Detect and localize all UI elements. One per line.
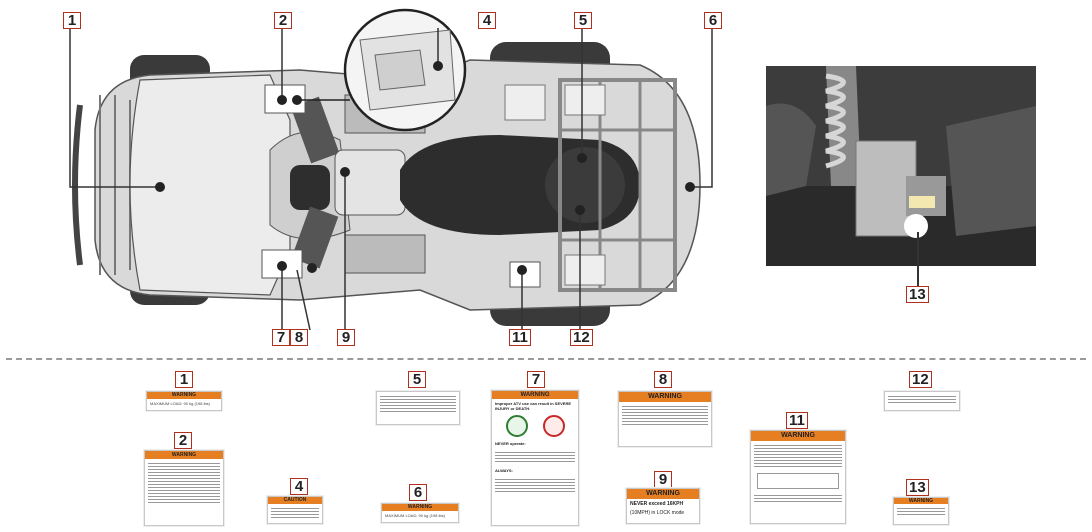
decal-7: WARNING Improper ATV use can result in S… [491, 390, 579, 526]
decal-13-number: 13 [906, 479, 929, 496]
decal-1: WARNING MAXIMUM LOAD: 90 kg (198 lbs) [146, 391, 222, 411]
decal-6-number: 6 [409, 484, 427, 501]
callout-2: 2 [274, 12, 292, 29]
decal-7-header: WARNING [492, 391, 578, 399]
atv-top-view [69, 8, 713, 331]
decal-13: WARNING [893, 497, 949, 525]
callout-1: 1 [63, 12, 81, 29]
decal-7-always: ALWAYS: [495, 468, 513, 473]
decal-1-text: MAXIMUM LOAD: 90 kg (198 lbs) [150, 401, 211, 406]
callout-11: 11 [509, 329, 531, 346]
decal-8-header: WARNING [619, 392, 711, 402]
section-divider [6, 358, 1086, 360]
suspension-photo [766, 66, 1036, 266]
decal-7-number: 7 [527, 371, 545, 388]
decal-7-never: NEVER operate: [495, 441, 526, 446]
decal-2: WARNING [144, 450, 224, 526]
decal-9-text: NEVER exceed 16KPH [630, 501, 684, 507]
decal-12-number: 12 [909, 371, 932, 388]
decal-1-header: WARNING [147, 392, 221, 399]
decal-5 [376, 391, 460, 425]
decal-8-number: 8 [654, 371, 672, 388]
decal-4: CAUTION [267, 496, 323, 524]
decal-4-header: CAUTION [268, 497, 322, 504]
decal-5-number: 5 [408, 371, 426, 388]
decal-6: WARNING MAXIMUM LOAD: 90 kg (198 lbs) [381, 503, 459, 523]
decal-6-header: WARNING [382, 504, 458, 511]
decal-4-number: 4 [290, 478, 308, 495]
decal-13-header: WARNING [894, 498, 948, 504]
decal-11-header: WARNING [751, 431, 845, 441]
decal-9-number: 9 [654, 471, 672, 488]
callout-8: 8 [290, 329, 308, 346]
callout-12: 12 [570, 329, 593, 346]
decal-8: WARNING [618, 391, 712, 447]
decal-6-text: MAXIMUM LOAD: 90 kg (198 lbs) [385, 513, 446, 518]
decal-9-text2: (10MPH) in LOCK mode [630, 510, 685, 516]
decal-2-number: 2 [174, 432, 192, 449]
callout-4: 4 [478, 12, 496, 29]
decal-11-number: 11 [786, 412, 808, 429]
callout-13-leader [917, 232, 919, 287]
decal-9-header: WARNING [627, 489, 699, 499]
callout-7: 7 [272, 329, 290, 346]
no-riding-icon [542, 415, 565, 437]
callout-9: 9 [337, 329, 355, 346]
no-passenger-icon [505, 415, 528, 437]
decal-7-text: Improper ATV use can result in SEVERE IN… [495, 401, 572, 411]
decal-11: WARNING [750, 430, 846, 524]
callout-6: 6 [704, 12, 722, 29]
decal-12 [884, 391, 960, 411]
callout-13: 13 [906, 286, 929, 303]
decal-2-header: WARNING [145, 451, 223, 459]
callout-5: 5 [574, 12, 592, 29]
decal-1-number: 1 [175, 371, 193, 388]
decal-9: WARNING NEVER exceed 16KPH (10MPH) in LO… [626, 488, 700, 524]
